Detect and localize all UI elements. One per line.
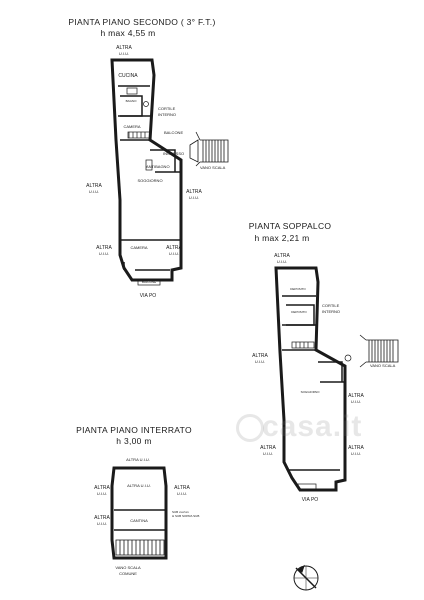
label-altra-uiu: ALTRA U.I.U. bbox=[127, 483, 151, 488]
label-uiu: U.I.U. bbox=[350, 399, 362, 404]
room-cantina: CANTINA bbox=[130, 518, 148, 523]
label-uiu: U.I.U. bbox=[350, 451, 362, 456]
label-interno: INTERNO bbox=[158, 112, 176, 117]
label-cortile: CORTILE bbox=[158, 106, 176, 111]
room-camera: CAMERA bbox=[123, 124, 141, 129]
label-interno: INTERNO bbox=[322, 309, 340, 314]
mezzanine-outer-wall bbox=[274, 266, 347, 492]
label-uiu: U.I.U. bbox=[262, 451, 274, 456]
label-uiu: U.I.U. bbox=[118, 51, 130, 56]
label-uiu: U.I.U. bbox=[276, 259, 288, 264]
label-vano-scala: VANO SCALA bbox=[115, 565, 141, 570]
basement-partitions bbox=[114, 509, 166, 531]
label-altra: ALTRA bbox=[96, 245, 112, 251]
label-altra: ALTRA bbox=[348, 445, 364, 451]
second-floor-details bbox=[126, 87, 161, 286]
second-floor-outer-wall bbox=[110, 58, 183, 282]
room-deposito: DEPOSITO bbox=[291, 310, 307, 314]
label-vano-scala: VANO SCALA bbox=[370, 363, 396, 368]
label-sub: H SUB SOPRA SUB bbox=[172, 514, 200, 518]
label-altra: ALTRA bbox=[94, 485, 110, 491]
north-arrow-icon bbox=[293, 564, 319, 591]
room-bagno: BAGNO bbox=[125, 99, 137, 103]
room-soggiorno: SOGGIORNO bbox=[137, 178, 163, 183]
height-mezzanine: h max 2,21 m bbox=[254, 233, 310, 243]
label-uiu: U.I.U. bbox=[188, 195, 200, 200]
room-soggiorno: SOGGIORNO bbox=[300, 390, 320, 394]
basement-outer-wall bbox=[110, 466, 168, 560]
staircase-icon bbox=[189, 131, 229, 167]
label-balcone: BALCONE bbox=[141, 280, 157, 284]
mezzanine-partitions bbox=[282, 295, 345, 471]
label-altra: ALTRA bbox=[166, 245, 182, 251]
label-cortile: CORTILE bbox=[322, 303, 340, 308]
label-uiu: U.I.U. bbox=[98, 251, 110, 256]
label-altra: ALTRA bbox=[274, 253, 290, 259]
label-uiu: U.I.U. bbox=[168, 251, 180, 256]
height-second-floor: h max 4,55 m bbox=[100, 28, 156, 38]
staircase-icon bbox=[359, 334, 399, 368]
second-floor-partitions bbox=[118, 85, 181, 271]
room-deposito: DEPOSITO bbox=[290, 287, 306, 291]
label-altra: ALTRA bbox=[252, 353, 268, 359]
mezzanine-plan bbox=[274, 266, 399, 492]
label-antibagno: ANTIBAGNO bbox=[146, 164, 170, 169]
label-uiu: U.I.U. bbox=[96, 491, 108, 496]
casa-logo-icon bbox=[236, 414, 264, 442]
label-altra: ALTRA bbox=[86, 183, 102, 189]
label-sub: SUB xxx/xxx bbox=[172, 510, 189, 514]
mezzanine-details bbox=[291, 341, 352, 490]
basement-plan bbox=[110, 466, 168, 560]
label-altra: ALTRA bbox=[174, 485, 190, 491]
label-balcone: BALCONE bbox=[164, 130, 184, 135]
second-floor-plan bbox=[110, 58, 229, 286]
label-altra: ALTRA bbox=[260, 445, 276, 451]
label-via-po: VIA PO bbox=[301, 497, 319, 503]
room-camera: CAMERA bbox=[130, 245, 148, 250]
label-uiu: U.I.U. bbox=[96, 521, 108, 526]
title-basement: PIANTA PIANO INTERRATO bbox=[76, 425, 192, 435]
label-vano-scala: VANO SCALA bbox=[200, 165, 226, 170]
label-altra: ALTRA bbox=[186, 189, 202, 195]
label-altra: ALTRA bbox=[348, 393, 364, 399]
label-uiu: U.I.U. bbox=[176, 491, 188, 496]
watermark: casa.it bbox=[262, 410, 363, 443]
label-altra: ALTRA bbox=[94, 515, 110, 521]
room-cucina: CUCINA bbox=[118, 73, 138, 79]
label-altra: ALTRA bbox=[116, 45, 132, 51]
label-comune: COMUNE bbox=[119, 571, 137, 576]
label-via-po: VIA PO bbox=[139, 293, 157, 299]
label-altra-uiu: ALTRA U.I.U. bbox=[126, 457, 150, 462]
label-ingresso: INGRESSO bbox=[163, 151, 185, 156]
title-mezzanine: PIANTA SOPPALCO bbox=[248, 221, 332, 231]
staircase-icon bbox=[115, 539, 165, 556]
title-second-floor: PIANTA PIANO SECONDO ( 3° F.T.) bbox=[68, 17, 216, 27]
label-uiu: U.I.U. bbox=[88, 189, 100, 194]
label-uiu: U.I.U. bbox=[254, 359, 266, 364]
height-basement: h 3,00 m bbox=[116, 436, 152, 446]
